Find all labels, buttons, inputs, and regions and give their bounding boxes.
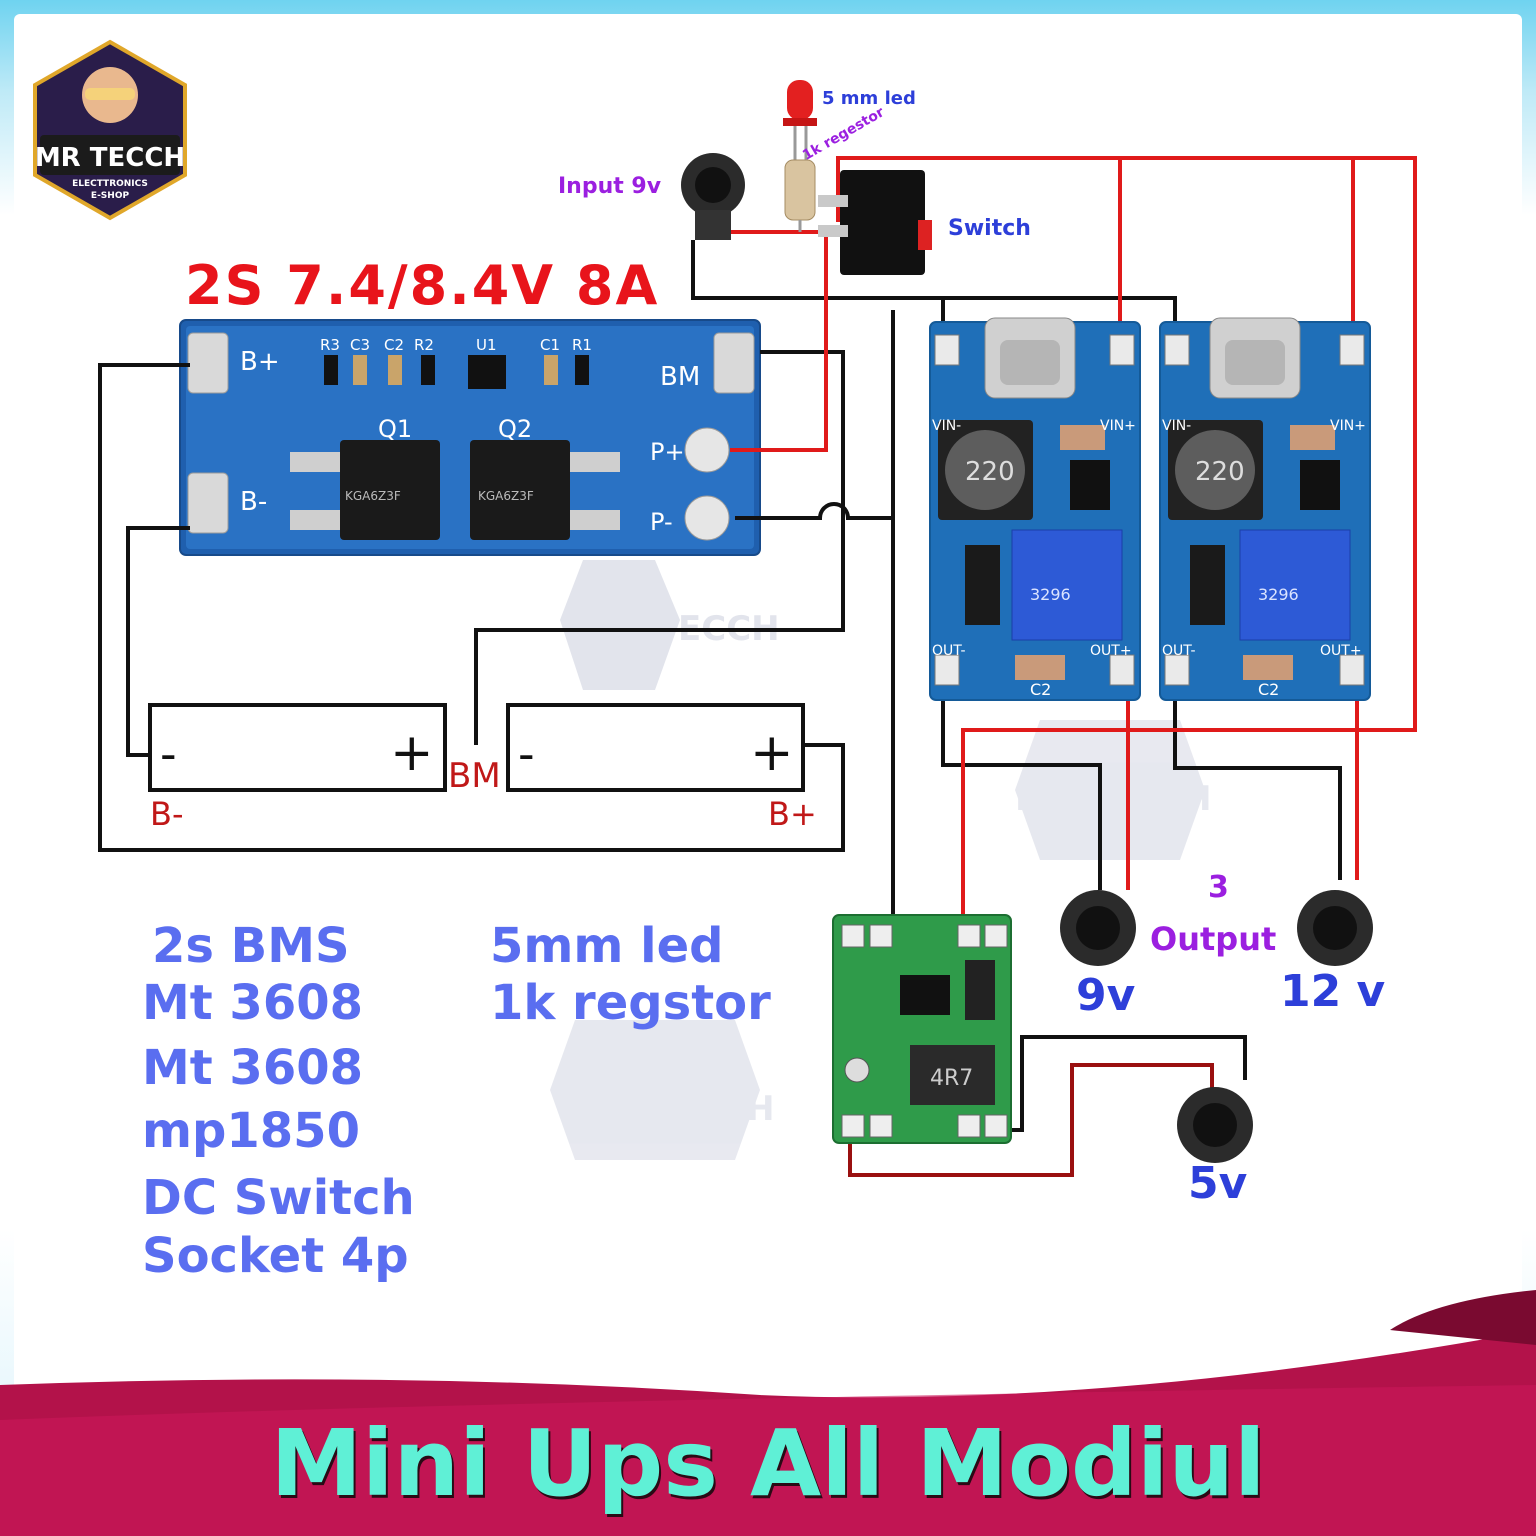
parts-item: Mt 3608	[142, 975, 364, 1031]
led-label: 5 mm led	[822, 88, 916, 109]
svg-text:C3: C3	[350, 336, 370, 354]
svg-text:P-: P-	[650, 508, 673, 536]
pad-pplus	[684, 427, 730, 473]
input-label: Input 9v	[558, 174, 662, 199]
svg-text:3296: 3296	[1030, 585, 1071, 604]
parts-item: 1k regstor	[490, 975, 771, 1031]
svg-text:-: -	[160, 727, 177, 781]
dc-socket-input	[681, 153, 745, 240]
resistor	[784, 159, 816, 232]
switch-label: Switch	[948, 216, 1031, 241]
svg-text:3296: 3296	[1258, 585, 1299, 604]
svg-text:+: +	[390, 723, 434, 783]
parts-item: Socket 4p	[142, 1228, 409, 1284]
svg-text:C2: C2	[384, 336, 404, 354]
battery-left: - +	[148, 703, 447, 792]
svg-text:P+: P+	[650, 438, 685, 466]
parts-item: 2s BMS	[152, 918, 350, 974]
battery-right: - +	[506, 703, 805, 792]
wires-red	[720, 156, 1417, 945]
parts-item: mp1850	[142, 1103, 360, 1159]
output-label: Output	[1150, 920, 1277, 958]
dc-socket-9v	[1060, 890, 1136, 966]
buck-module: 4R7	[832, 914, 1012, 1144]
output-12v-label: 12 v	[1280, 966, 1386, 1017]
svg-text:VIN+: VIN+	[1100, 418, 1136, 434]
svg-text:4R7: 4R7	[930, 1066, 973, 1091]
logo: MR TECCH ELECTTRONICS E-SHOP	[33, 39, 187, 221]
parts-item: 5mm led	[490, 918, 724, 974]
svg-text:MR TECCH: MR TECCH	[1015, 779, 1212, 819]
svg-text:C2: C2	[1030, 680, 1051, 699]
svg-text:C1: C1	[540, 336, 560, 354]
bms-title: 2S 7.4/8.4V 8A	[185, 254, 660, 317]
booster-module-1: 220 3296 VIN- VIN+ OUT- OUT+ C2	[929, 317, 1141, 701]
svg-text:KGA6Z3F: KGA6Z3F	[478, 489, 534, 503]
svg-text:-: -	[518, 727, 535, 781]
output-5v-label: 5v	[1188, 1158, 1248, 1209]
dc-socket-5v	[1177, 1087, 1253, 1163]
svg-text:ELECTTRONICS: ELECTTRONICS	[72, 179, 148, 189]
led	[783, 80, 817, 160]
svg-text:Q2: Q2	[498, 415, 532, 443]
pad-bm	[713, 332, 755, 394]
svg-text:MR TECCH: MR TECCH	[578, 1089, 775, 1129]
svg-text:220: 220	[1195, 457, 1245, 487]
battery-bplus-label: B+	[768, 795, 817, 833]
svg-text:VIN-: VIN-	[932, 418, 961, 434]
svg-text:R2: R2	[414, 336, 434, 354]
pad-bplus	[187, 332, 229, 394]
parts-item: DC Switch	[142, 1170, 415, 1226]
pad-pminus	[684, 495, 730, 541]
watermark-right: MR TECCH	[1015, 720, 1212, 860]
svg-text:R1: R1	[572, 336, 592, 354]
svg-text:VIN-: VIN-	[1162, 418, 1191, 434]
pad-bminus	[187, 472, 229, 534]
svg-text:Q1: Q1	[378, 415, 412, 443]
rocker-switch	[818, 170, 932, 275]
output-9v-label: 9v	[1076, 970, 1136, 1021]
svg-text:220: 220	[965, 457, 1015, 487]
battery-bm-label: BM	[448, 756, 501, 796]
svg-text:OUT-: OUT-	[932, 643, 966, 659]
booster-module-2: 220 3296 VIN- VIN+ OUT- OUT+ C2	[1159, 317, 1371, 701]
parts-item: Mt 3608	[142, 1040, 364, 1096]
dc-socket-12v	[1297, 890, 1373, 966]
svg-text:OUT-: OUT-	[1162, 643, 1196, 659]
svg-text:+: +	[750, 723, 794, 783]
svg-text:OUT+: OUT+	[1320, 643, 1362, 659]
svg-text:U1: U1	[476, 336, 497, 354]
output-count: 3	[1208, 870, 1229, 905]
bms-board: KGA6Z3F KGA6Z3F B+ B- BM P+ P- Q1 Q2 R3 …	[179, 319, 761, 556]
logo-name: MR TECCH	[35, 143, 185, 173]
banner-title: Mini Ups All Modiul	[270, 1410, 1266, 1517]
watermark-bottom: MR TECCH	[550, 1020, 775, 1160]
svg-text:KGA6Z3F: KGA6Z3F	[345, 489, 401, 503]
svg-text:OUT+: OUT+	[1090, 643, 1132, 659]
svg-text:B+: B+	[240, 347, 280, 377]
svg-text:VIN+: VIN+	[1330, 418, 1366, 434]
svg-text:B-: B-	[240, 487, 267, 517]
svg-text:C2: C2	[1258, 680, 1279, 699]
svg-text:BM: BM	[660, 362, 700, 392]
svg-text:R3: R3	[320, 336, 340, 354]
watermark-center: MR TECCH	[560, 560, 780, 690]
wires-darkred	[848, 1063, 1214, 1177]
battery-bminus-label: B-	[150, 795, 184, 833]
svg-text:E-SHOP: E-SHOP	[91, 191, 130, 201]
